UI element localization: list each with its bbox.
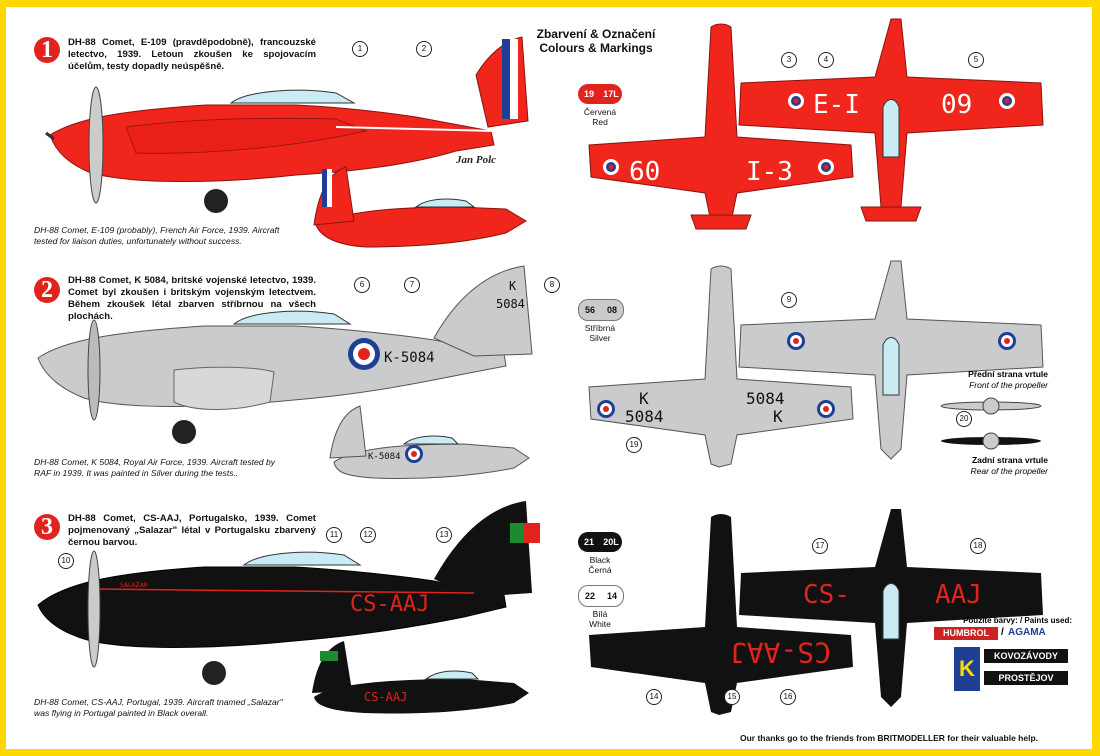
kovozavody-bar-2: PROSTĚJOV <box>984 671 1068 685</box>
signature: Jan Polc <box>455 154 496 166</box>
v2-small-side-code: K-5084 <box>368 452 401 462</box>
footer-credit: Our thanks go to the friends from BRITMO… <box>740 733 1038 743</box>
paint-black-name-en: Černá <box>588 565 612 575</box>
variant-1-desc-cz: DH-88 Comet, E-109 (pravděpodobně), fran… <box>68 37 316 72</box>
paint-white-name-en: White <box>589 619 611 629</box>
v2-wing-code-right-1: 5084 <box>746 389 785 408</box>
propeller-rear-drawing <box>941 432 1041 450</box>
callout-15: 15 <box>724 689 740 705</box>
variant-2-desc-cz: DH-88 Comet, K 5084, britské vojenské le… <box>68 275 316 322</box>
callout-20: 20 <box>956 411 972 427</box>
variant-number-3: 3 <box>34 514 60 540</box>
v2-fin-code-1: K <box>509 279 517 293</box>
v1-bottom-code-left: 60 <box>629 157 660 187</box>
agama-logo: AGAMA <box>1008 627 1046 638</box>
variant-1-side-view: Jan Polc <box>45 36 529 248</box>
paint-red-code-b: 17L <box>603 89 619 99</box>
paint-chip-silver: 56 08 <box>578 299 624 321</box>
v2-wing-code-left-1: K <box>639 389 649 408</box>
v3-top-code-right: AAJ <box>935 580 982 610</box>
v3-top-code-left: CS- <box>803 580 850 610</box>
paint-white-code-b: 14 <box>606 591 617 601</box>
callout-8: 8 <box>544 277 560 293</box>
paint-chip-red: 19 17L <box>578 84 622 104</box>
callout-1: 1 <box>352 41 368 57</box>
v3-bottom-code: CS-AAJ <box>730 636 831 669</box>
paint-red-code-a: 19 <box>583 89 594 99</box>
variant-2-plan-views: K 5084 5084 K <box>588 260 1044 468</box>
paint-white-code-a: 22 <box>584 591 595 601</box>
header-title-cz: Zbarvení & Označení <box>536 27 656 41</box>
paint-silver-code-b: 08 <box>606 305 617 315</box>
paint-chip-white: 22 14 <box>578 585 624 607</box>
v3-nose-name: SALAZAR <box>120 582 148 589</box>
kovozavody-bar-1: KOVOZÁVODY <box>984 649 1068 663</box>
callout-4: 4 <box>818 52 834 68</box>
paint-red-name-cz: Červená <box>583 107 617 117</box>
company-name-2: PROSTĚJOV <box>998 673 1054 683</box>
paints-used-label: Použité barvy: / Paints used: <box>963 616 1072 625</box>
brand-separator: / <box>1001 627 1004 638</box>
paint-silver-name-cz: Stříbrná <box>584 323 616 333</box>
variant-2-side-view: K-5084 K 5084 K-5084 <box>37 265 533 480</box>
humbrol-logo: HUMBROL <box>934 627 998 640</box>
variant-3-desc-en: DH-88 Comet, CS-AAJ, Portugal, 1939. Air… <box>34 697 283 718</box>
callout-12: 12 <box>360 527 376 543</box>
prop-front-label-cz: Přední strana vrtule <box>968 369 1048 379</box>
paint-white-name-cz: Bílá <box>592 609 608 619</box>
variant-1-desc-en: DH-88 Comet, E-109 (probably), French Ai… <box>34 225 280 246</box>
paint-black-code-a: 21 <box>583 537 594 547</box>
callout-11: 11 <box>326 527 342 543</box>
v2-side-code: K-5084 <box>384 350 435 366</box>
callout-13: 13 <box>436 527 452 543</box>
v3-small-side-code: CS-AAJ <box>364 690 407 704</box>
callout-16: 16 <box>780 689 796 705</box>
callout-5: 5 <box>968 52 984 68</box>
kovozavody-logo: K KOVOZÁVODY PROSTĚJOV <box>934 647 1074 691</box>
callout-14: 14 <box>646 689 662 705</box>
paint-chip-black: 21 20L <box>578 532 622 552</box>
paint-silver-name-en: Silver <box>589 333 611 343</box>
paint-black-name-cz: Black <box>589 555 611 565</box>
callout-10: 10 <box>58 553 74 569</box>
paint-red-name-en: Red <box>592 117 608 127</box>
header-title-en: Colours & Markings <box>539 41 653 55</box>
variant-number-2: 2 <box>34 277 60 303</box>
variant-3-side-view: CS-AAJ SALAZAR CS-AAJ <box>37 501 540 714</box>
v3-side-code: CS-AAJ <box>350 592 429 617</box>
logo-letter: K <box>959 656 975 681</box>
company-name-1: KOVOZÁVODY <box>993 651 1058 661</box>
prop-rear-label-cz: Zadní strana vrtule <box>971 455 1048 465</box>
callout-7: 7 <box>404 277 420 293</box>
paint-black-code-b: 20L <box>603 537 619 547</box>
callout-3: 3 <box>781 52 797 68</box>
kovozavody-k-badge: K <box>954 647 980 691</box>
callout-9: 9 <box>781 292 797 308</box>
callout-6: 6 <box>354 277 370 293</box>
propeller-front-drawing <box>940 397 1042 415</box>
v1-bottom-code-right: I-3 <box>746 157 793 187</box>
callout-2: 2 <box>416 41 432 57</box>
variant-3-plan-views: CS-AAJ CS- AAJ <box>589 509 1043 715</box>
v1-top-code-left: E-I <box>813 90 860 120</box>
callout-19: 19 <box>626 437 642 453</box>
v2-wing-code-right-2: K <box>773 407 783 426</box>
variant-2-desc-en: DH-88 Comet, K 5084, Royal Air Force, 19… <box>34 457 276 478</box>
prop-front-label-en: Front of the propeller <box>969 380 1048 390</box>
v2-wing-code-left-2: 5084 <box>625 407 664 426</box>
variant-1-plan-views: 60 I-3 E-I 09 <box>588 18 1044 230</box>
v2-fin-code-2: 5084 <box>496 297 525 311</box>
v1-top-code-right: 09 <box>941 90 972 120</box>
callout-17: 17 <box>812 538 828 554</box>
paint-silver-code-a: 56 <box>584 305 595 315</box>
humbrol-text: HUMBROL <box>943 628 989 638</box>
sheet-panel: Zbarvení & Označení Colours & Markings 1… <box>6 7 1092 749</box>
prop-rear-label-en: Rear of the propeller <box>970 466 1049 476</box>
variant-3-desc-cz: DH-88 Comet, CS-AAJ, Portugalsko, 1939. … <box>68 513 316 548</box>
callout-18: 18 <box>970 538 986 554</box>
variant-number-1: 1 <box>34 37 60 63</box>
